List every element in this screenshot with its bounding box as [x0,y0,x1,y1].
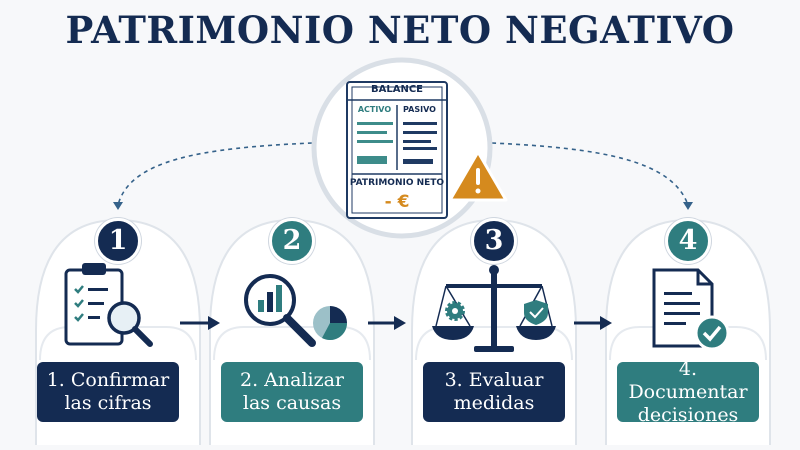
arrow-step-2-3 [368,316,406,330]
balance-col-pasivo: PASIVO [403,105,436,114]
dashed-connector-left [113,142,313,210]
balance-negative-value: - € [384,192,410,212]
balance-footer-label: PATRIMONIO NETO [349,178,445,188]
arrow-step-1-2 [180,316,220,330]
step-label-1: 1. Confirmar las cifras [37,362,179,422]
step-number-2: 2 [269,218,315,264]
magnifier-chart-icon [244,274,347,347]
balance-scale-icon [432,265,556,352]
step-label-2: 2. Analizar las causas [221,362,363,422]
clipboard-magnifier-icon [64,263,153,347]
dashed-connector-right [491,142,693,210]
document-check-icon [652,268,730,351]
step-number-4: 4 [665,218,711,264]
balance-document-icon [346,81,448,219]
arrow-step-3-4 [574,316,612,330]
balance-header: BALANCE [370,84,423,95]
step-number-3: 3 [471,218,517,264]
step-label-3: 3. Evaluar medidas [423,362,565,422]
balance-col-activo: ACTIVO [357,105,392,114]
step-number-1: 1 [95,218,141,264]
page-title: PATRIMONIO NETO NEGATIVO [65,8,735,52]
warning-triangle-icon [448,150,508,202]
step-label-4: 4. Documentar decisiones [617,358,759,426]
